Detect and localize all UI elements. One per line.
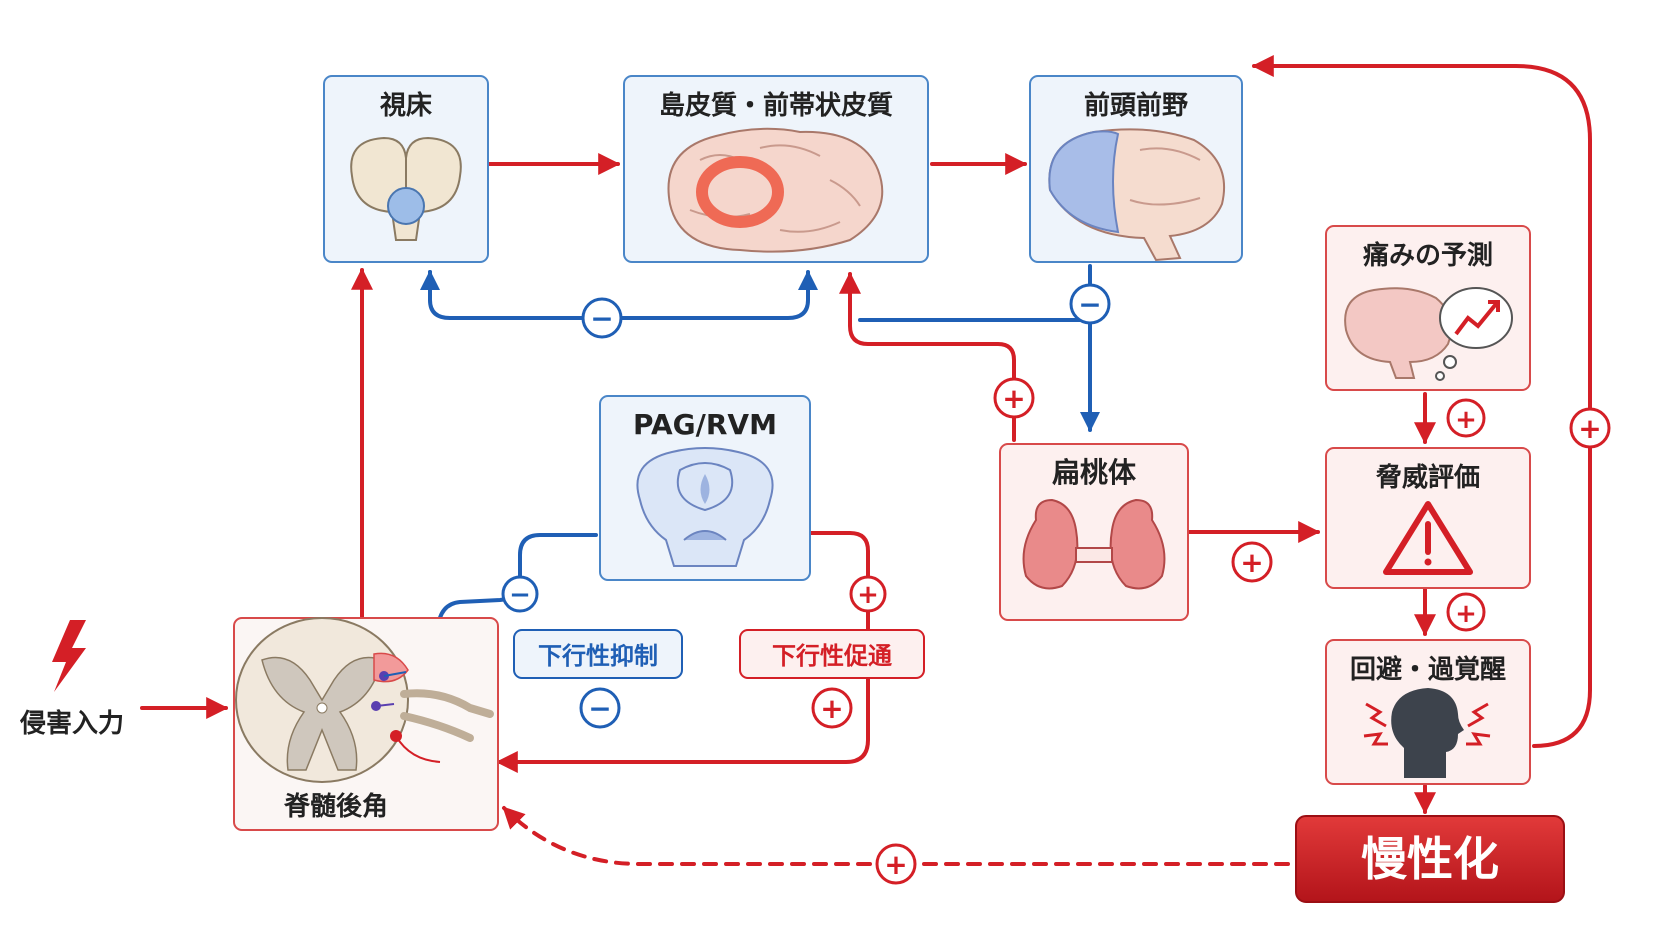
plus-badge-amygdala-threat: + xyxy=(1231,541,1273,583)
node-amygdala[interactable]: 扁桃体 xyxy=(999,443,1189,621)
node-prefrontal-label: 前頭前野 xyxy=(1084,90,1188,121)
label-descending-inhibition: 下行性抑制 xyxy=(513,629,683,679)
node-avoidance[interactable]: 回避・過覚醒 xyxy=(1325,639,1531,785)
node-amygdala-label: 扁桃体 xyxy=(1052,456,1137,489)
node-dorsal-horn-label: 脊髄後角 xyxy=(283,791,388,822)
sign-badges: − − + + + + + xyxy=(501,283,1611,885)
svg-text:+: + xyxy=(884,848,907,881)
svg-text:+: + xyxy=(1240,546,1263,579)
node-thalamus-label: 視床 xyxy=(380,90,432,121)
node-avoidance-label: 回避・過覚醒 xyxy=(1350,654,1506,685)
node-dorsal-horn[interactable]: 脊髄後角 xyxy=(233,617,499,831)
plus-badge-prediction: + xyxy=(1446,398,1486,438)
node-pag-rvm-label: PAG/RVM xyxy=(633,408,777,441)
plus-badge-loop: + xyxy=(1569,407,1611,449)
arrow-chronic-to-dorsalhorn xyxy=(502,806,1290,866)
node-nociceptive-input-label: 侵害入力 xyxy=(19,708,124,739)
node-threat-appraisal-label: 脅威評価 xyxy=(1375,462,1480,493)
svg-text:+: + xyxy=(857,580,879,610)
svg-text:+: + xyxy=(1455,405,1477,435)
arrow-avoidance-loop-to-prefrontal xyxy=(1251,55,1592,748)
plus-badge-amygdala-insula: + xyxy=(993,377,1035,419)
minus-badge-descending: − xyxy=(579,687,621,729)
node-pain-prediction[interactable]: 痛みの予測 xyxy=(1325,225,1531,391)
label-descending-facilitation-text: 下行性促通 xyxy=(772,642,892,670)
minus-badge-prefrontal: − xyxy=(1069,283,1111,325)
brain-thought-bubble-icon xyxy=(1344,287,1513,381)
node-insula-acc[interactable]: 島皮質・前帯状皮質 xyxy=(623,75,929,263)
arrow-amygdala-to-insula xyxy=(839,271,1016,442)
node-pain-prediction-label: 痛みの予測 xyxy=(1363,240,1493,271)
warning-triangle-icon xyxy=(1383,501,1473,575)
amygdala-icon xyxy=(1022,498,1166,590)
lightning-icon xyxy=(52,620,86,692)
node-chronification-label: 慢性化 xyxy=(1361,832,1499,886)
node-pag-rvm[interactable]: PAG/RVM xyxy=(599,395,811,581)
label-descending-inhibition-text: 下行性抑制 xyxy=(538,642,658,670)
brain-prefrontal-highlight-icon xyxy=(1048,128,1226,262)
svg-text:−: − xyxy=(590,302,613,335)
spinal-cord-section-icon xyxy=(235,617,494,783)
minus-badge-pag-line: − xyxy=(501,575,539,613)
plus-badge-descending: + xyxy=(811,687,853,729)
svg-text:−: − xyxy=(588,692,611,725)
svg-text:+: + xyxy=(820,692,843,725)
minus-badge-cortex: − xyxy=(581,297,623,339)
brain-insula-highlight-icon xyxy=(667,127,884,253)
svg-text:−: − xyxy=(1078,288,1101,321)
head-alert-icon xyxy=(1363,688,1491,778)
svg-text:+: + xyxy=(1002,382,1025,415)
node-thalamus[interactable]: 視床 xyxy=(323,75,489,263)
node-threat-appraisal[interactable]: 脅威評価 xyxy=(1325,447,1531,589)
node-chronification[interactable]: 慢性化 xyxy=(1295,815,1565,903)
node-prefrontal[interactable]: 前頭前野 xyxy=(1029,75,1243,263)
plus-badge-pag-line: + xyxy=(849,575,887,613)
brainstem-section-icon xyxy=(636,447,774,567)
svg-text:−: − xyxy=(509,580,531,610)
svg-text:+: + xyxy=(1455,599,1477,629)
thalamus-icon xyxy=(350,136,462,241)
label-descending-facilitation: 下行性促通 xyxy=(739,629,925,679)
node-insula-acc-label: 島皮質・前帯状皮質 xyxy=(659,90,893,121)
svg-text:+: + xyxy=(1578,412,1601,445)
node-nociceptive-input: 侵害入力 xyxy=(19,620,124,739)
plus-badge-chronic: + xyxy=(875,843,917,885)
plus-badge-threat: + xyxy=(1446,592,1486,632)
